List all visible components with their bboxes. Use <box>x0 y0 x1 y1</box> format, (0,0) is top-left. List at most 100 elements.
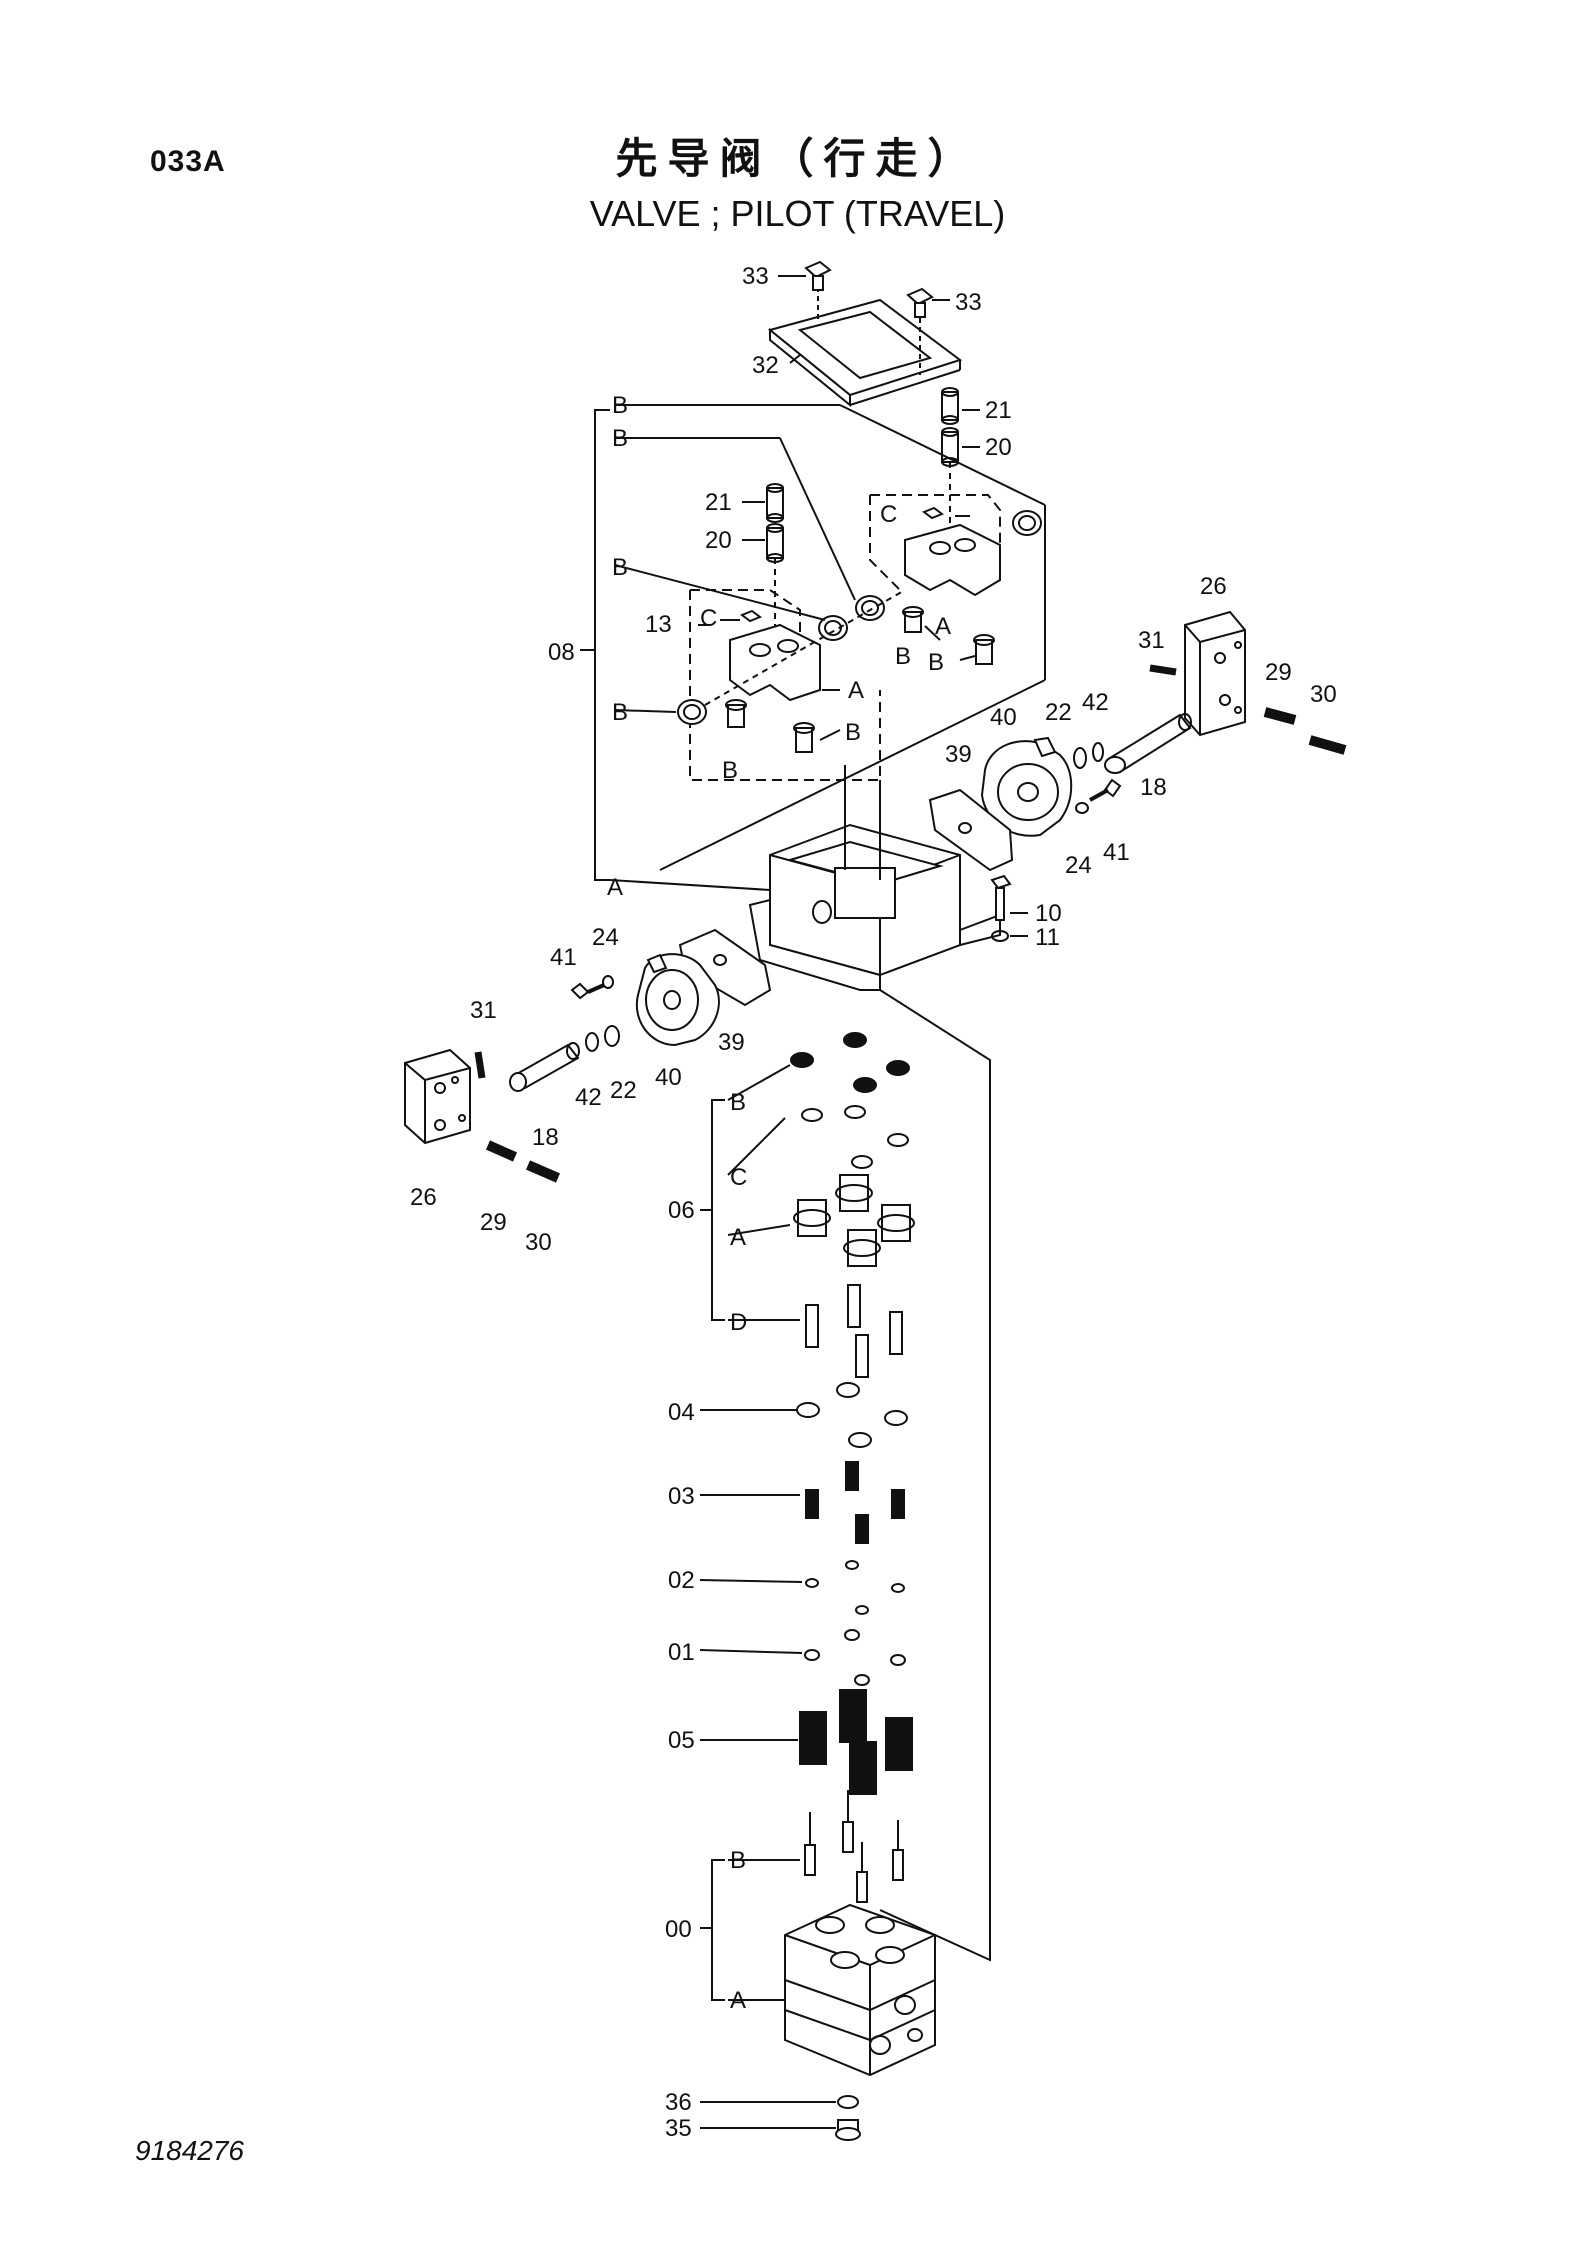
callout-B-6: B <box>612 699 628 726</box>
callout-39-right: 39 <box>945 741 972 768</box>
callout-21-right: 21 <box>985 397 1012 424</box>
callout-08: 08 <box>548 639 575 666</box>
callout-35: 35 <box>665 2115 692 2142</box>
document-number: 9184276 <box>135 2135 245 2166</box>
cap-group-06B <box>790 1032 910 1093</box>
callout-18-left: 18 <box>532 1124 559 1151</box>
callout-05: 05 <box>668 1727 695 1754</box>
callout-A-body: A <box>607 874 623 901</box>
callout-30-left: 30 <box>525 1229 552 1256</box>
title-english: VALVE ; PILOT (TRAVEL) <box>589 193 1006 234</box>
callout-41-left: 41 <box>550 944 577 971</box>
bolt-part-10 <box>990 874 1012 921</box>
callout-01: 01 <box>668 1639 695 1666</box>
pin-part-21-right <box>941 387 959 425</box>
oring-part-22-left <box>604 1025 620 1047</box>
pin-part-21-left <box>766 483 784 523</box>
cover-part-26-right <box>1184 610 1246 737</box>
pin-part-31-left <box>474 1051 486 1079</box>
oring-part-36 <box>837 2095 859 2109</box>
callout-02: 02 <box>668 1567 695 1594</box>
callout-06: 06 <box>668 1197 695 1224</box>
callout-33-right: 33 <box>955 289 982 316</box>
pusher-group-06D <box>805 1284 903 1378</box>
callout-42-left: 42 <box>575 1084 602 1111</box>
callout-30-right: 30 <box>1310 681 1337 708</box>
callout-B-top-2: B <box>612 425 628 452</box>
cam-assembly-right <box>902 506 1001 665</box>
bolt-part-33-right <box>906 287 934 375</box>
plate-part-39-right <box>928 788 1014 872</box>
callout-A-right-cam: A <box>935 613 951 640</box>
callout-B-5: B <box>928 649 944 676</box>
cover-part-26-left <box>404 1048 471 1145</box>
bolt-part-41-right <box>1089 778 1122 802</box>
callout-21-left: 21 <box>705 489 732 516</box>
callout-A-left-cam: A <box>848 677 864 704</box>
page-code: 033A <box>150 145 226 178</box>
pin-part-30-left <box>526 1160 560 1183</box>
spring-group-05 <box>799 1689 913 1795</box>
callout-36: 36 <box>665 2089 692 2116</box>
callout-A-06: A <box>730 1224 746 1251</box>
retainer-group-04 <box>796 1382 908 1448</box>
callout-29-right: 29 <box>1265 659 1292 686</box>
callout-39-left: 39 <box>718 1029 745 1056</box>
pin-part-30-right <box>1308 735 1347 755</box>
oring-part-42-right <box>1092 742 1104 762</box>
callout-C-right: C <box>880 501 897 528</box>
callout-00: 00 <box>665 1916 692 1943</box>
pin-part-29-left <box>485 1140 518 1162</box>
plug-part-35 <box>835 2119 861 2141</box>
callout-29-left: 29 <box>480 1209 507 1236</box>
callout-B-7: B <box>845 719 861 746</box>
flange-part-40-right <box>980 736 1073 837</box>
callout-40-right: 40 <box>990 704 1017 731</box>
cam-assembly-left <box>725 609 821 753</box>
callout-C-left: C <box>700 605 717 632</box>
pin-part-20-left <box>766 523 784 563</box>
callout-B-4: B <box>895 643 911 670</box>
bushing-mid-left <box>818 615 848 641</box>
callout-31-right: 31 <box>1138 627 1165 654</box>
washer-part-11 <box>991 930 1009 942</box>
callout-04: 04 <box>668 1399 695 1426</box>
callout-B-3: B <box>612 554 628 581</box>
shaft-part-18-right <box>1104 713 1192 774</box>
washer-part-24-right <box>1075 802 1089 814</box>
callout-11: 11 <box>1035 924 1060 951</box>
callout-24-left: 24 <box>592 924 619 951</box>
callout-B-9: B <box>730 1089 746 1116</box>
callout-10: 10 <box>1035 900 1062 927</box>
callout-D-06: D <box>730 1309 747 1336</box>
bushing-mid-right <box>855 595 885 621</box>
pin-part-29-right <box>1263 707 1297 725</box>
callout-B-8: B <box>722 757 738 784</box>
callout-22-left: 22 <box>610 1077 637 1104</box>
callout-A-00: A <box>730 1987 746 2014</box>
callout-32: 32 <box>752 352 779 379</box>
callout-31-left: 31 <box>470 997 497 1024</box>
bolt-part-33-left <box>804 260 832 320</box>
spring-group-03 <box>805 1461 905 1544</box>
callout-26-left: 26 <box>410 1184 437 1211</box>
cover-plate-part-32 <box>767 298 963 408</box>
callout-20-right: 20 <box>985 434 1012 461</box>
callout-13: 13 <box>645 611 672 638</box>
callout-20-left: 20 <box>705 527 732 554</box>
callout-C-06: C <box>730 1164 747 1191</box>
callout-33-left: 33 <box>742 263 769 290</box>
title-chinese: 先导阀（行走） <box>615 134 980 183</box>
callout-03: 03 <box>668 1483 695 1510</box>
callout-24-right: 24 <box>1065 852 1092 879</box>
callout-40-left: 40 <box>655 1064 682 1091</box>
oring-part-22-right <box>1073 747 1087 769</box>
bushing-low-left <box>677 699 707 725</box>
callout-41-right: 41 <box>1103 839 1130 866</box>
valve-body-part-00A <box>784 1903 936 2077</box>
oring-part-42-left <box>585 1032 599 1052</box>
washer-group-06C <box>801 1105 909 1169</box>
spool-group-00B <box>804 1790 904 1903</box>
callout-22-right: 22 <box>1045 699 1072 726</box>
